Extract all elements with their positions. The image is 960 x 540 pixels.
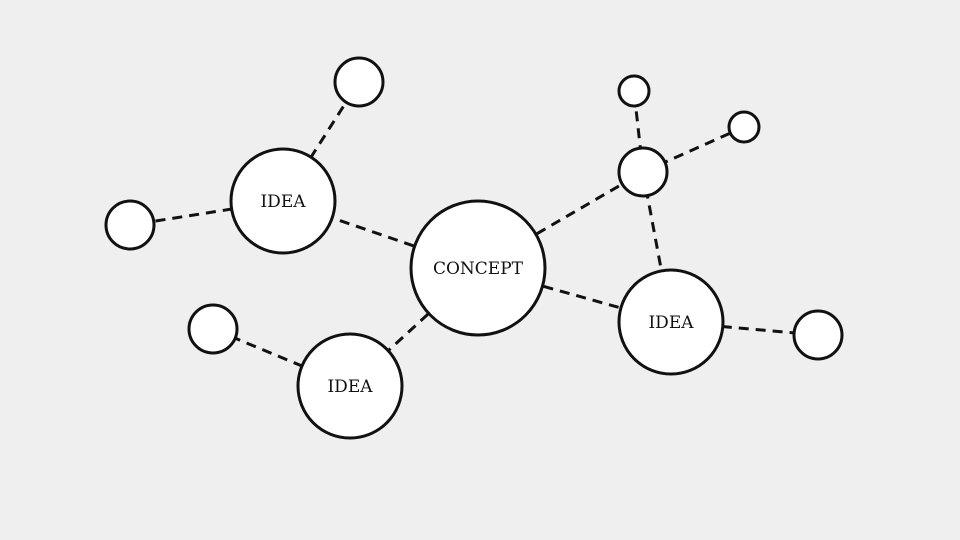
leaf-node-top [333, 56, 385, 108]
idea-node-left [229, 147, 337, 255]
leaf-node-top-right [617, 74, 651, 108]
edge-hub-top-node [632, 90, 645, 173]
idea-node-right [617, 268, 725, 376]
leaf-node-far-right-top [727, 110, 761, 144]
idea-label-right: IDEA [648, 313, 694, 333]
hub-node [617, 146, 669, 198]
concept-node [409, 199, 547, 337]
idea-label-bottom: IDEA [327, 377, 373, 397]
concept-label: CONCEPT [433, 259, 524, 279]
leaf-node-far-right [792, 309, 844, 361]
idea-node-bottom [296, 332, 404, 440]
edge-concept-hub-node [477, 170, 644, 270]
idea-label-left: IDEA [260, 192, 306, 212]
leaf-node-left [104, 199, 156, 251]
leaf-node-bottom-left [187, 303, 239, 355]
